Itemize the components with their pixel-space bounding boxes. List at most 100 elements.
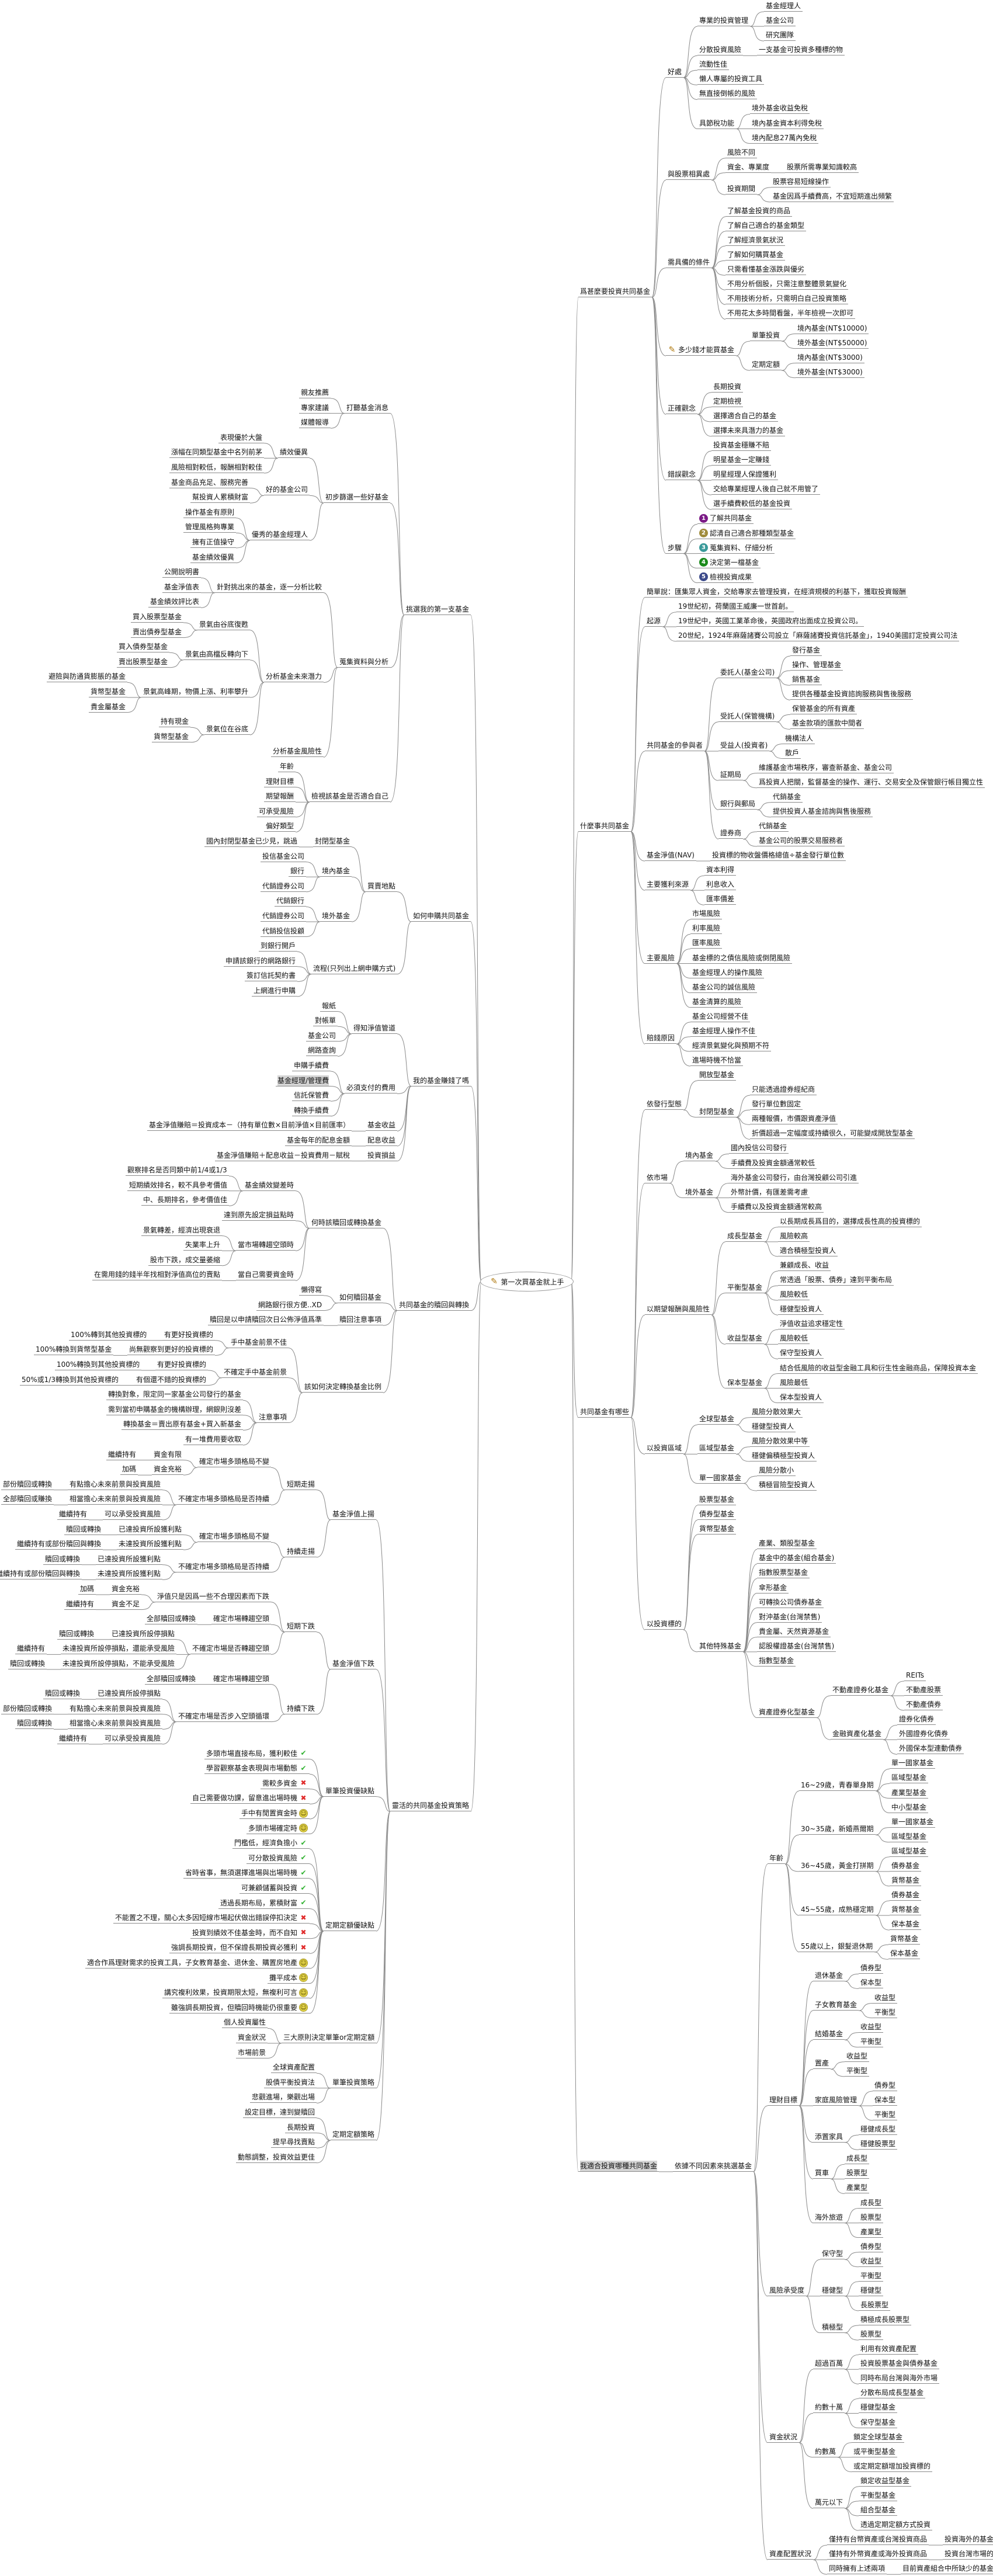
leaf-node[interactable]: 可承受風險 xyxy=(257,806,296,817)
branch-node[interactable]: 成長型基金 xyxy=(725,1231,765,1242)
branch-node[interactable]: 約數十萬 xyxy=(813,2402,845,2414)
leaf-node[interactable]: 傘形基金 xyxy=(757,1582,789,1593)
leaf-node[interactable]: 不動產債券 xyxy=(904,1699,943,1711)
leaf-node[interactable]: 收益型 xyxy=(845,2051,870,2062)
leaf-node[interactable]: 全部贖回或賺換 xyxy=(1,1494,54,1505)
leaf-node[interactable]: 資金狀況 xyxy=(236,2032,268,2043)
leaf-node[interactable]: 買入債券型基金 xyxy=(117,641,170,653)
branch-node[interactable]: 有更好投資標的 xyxy=(162,1329,216,1341)
branch-node[interactable]: 錯誤觀念 xyxy=(666,469,698,481)
branch-node[interactable]: 得知淨值管道 xyxy=(352,1023,398,1034)
leaf-node[interactable]: 貴金屬、天然資源基金 xyxy=(757,1626,831,1637)
branch-node[interactable]: 55歲以上，銀髮退休期 xyxy=(799,1941,875,1952)
branch-node[interactable]: 海外旅遊 xyxy=(813,2212,845,2223)
branch-node[interactable]: 持續走揚 xyxy=(285,1546,317,1557)
branch-node[interactable]: 需具備的條件 xyxy=(666,257,712,268)
branch-node[interactable]: 資金有限 xyxy=(152,1449,184,1460)
leaf-node[interactable]: 基金經理人操作不佳 xyxy=(690,1026,758,1037)
leaf-node[interactable]: 基金績效優異 xyxy=(190,552,237,563)
leaf-node[interactable]: 或定期定額增加投資標的 xyxy=(852,2461,933,2472)
leaf-node[interactable]: 股票容易短線操作 xyxy=(771,176,831,188)
leaf-node[interactable]: 需較多資金✖ xyxy=(261,1778,310,1789)
leaf-node[interactable]: 外幣計價，有匯差需考慮 xyxy=(729,1187,810,1198)
branch-node[interactable]: 封閉型基金 xyxy=(313,836,352,847)
leaf-node[interactable]: 指數型基金 xyxy=(757,1655,796,1667)
leaf-node[interactable]: 需到當初申購基金的機構辦理，網銀則沒差 xyxy=(106,1404,244,1415)
branch-node[interactable]: 封閉型基金 xyxy=(697,1106,737,1117)
branch-node[interactable]: 單一國家基金 xyxy=(697,1473,744,1484)
leaf-node[interactable]: 買入股票型基金 xyxy=(131,612,184,623)
branch-node[interactable]: 單筆投資策略 xyxy=(331,2077,377,2088)
branch-node[interactable]: 績效優異 xyxy=(278,447,310,459)
leaf-node[interactable]: 漲幅在同類型基金中名列前茅 xyxy=(169,447,265,459)
leaf-node[interactable]: 貨幣基金 xyxy=(888,1933,921,1945)
branch-node[interactable]: 檢視該基金是否適合自己 xyxy=(310,791,391,803)
branch-node[interactable]: 資金不足 xyxy=(110,1599,142,1610)
branch-node[interactable]: 穩健型 xyxy=(820,2285,845,2296)
leaf-node[interactable]: 債券型 xyxy=(859,1963,884,1974)
leaf-node[interactable]: 資本利得 xyxy=(704,865,737,876)
leaf-node[interactable]: 偏好類型 xyxy=(264,821,296,832)
leaf-node[interactable]: 債券型 xyxy=(859,2241,884,2252)
branch-node[interactable]: 基金淨值(NAV) xyxy=(645,850,696,862)
branch-node[interactable]: 退休基金 xyxy=(813,1970,845,1981)
leaf-node[interactable]: 經濟景氣變化與預期不符 xyxy=(690,1040,772,1051)
branch-node[interactable]: 有點擔心未來前景與投資風險 xyxy=(68,1703,163,1714)
leaf-node[interactable]: 基金經理/管理費 xyxy=(276,1075,331,1086)
branch-node[interactable]: 萬元以下 xyxy=(813,2497,845,2509)
branch-node[interactable]: 必須支付的費用 xyxy=(345,1082,398,1094)
leaf-node[interactable]: 透過定期定額方式投資 xyxy=(859,2519,933,2531)
leaf-node[interactable]: 風險分散效果大 xyxy=(750,1407,803,1418)
leaf-node[interactable]: 申購手續費 xyxy=(292,1060,331,1071)
leaf-node[interactable]: 表現優於大盤 xyxy=(218,432,265,443)
leaf-node[interactable]: 利息收入 xyxy=(704,879,737,891)
leaf-node[interactable]: 透過長期布局，累積財富✔ xyxy=(218,1898,310,1909)
leaf-node[interactable]: 保本型投資人 xyxy=(778,1392,824,1403)
leaf-node[interactable]: 學習觀察基金表現與市場動態✔ xyxy=(204,1763,310,1775)
leaf-node[interactable]: 贖回或轉換 xyxy=(15,1718,54,1730)
leaf-node[interactable]: 有一堆費用要收取 xyxy=(183,1434,244,1445)
leaf-node[interactable]: 投資基金穩賺不賠 xyxy=(711,440,772,452)
leaf-node[interactable]: REITs xyxy=(904,1670,926,1681)
leaf-node[interactable]: 穩健型投資人 xyxy=(750,1421,796,1432)
branch-node[interactable]: 短期走揚 xyxy=(285,1479,317,1490)
leaf-node[interactable]: 境內基金(NT$10000) xyxy=(796,323,869,334)
leaf-node[interactable]: 只需看懂基金漲跌與優劣 xyxy=(725,264,807,276)
leaf-node[interactable]: 不用花太多時間看盤，半年檢視一次即可 xyxy=(725,308,856,320)
branch-node[interactable]: 已達投資所設獲利點 xyxy=(96,1554,163,1565)
leaf-node[interactable]: 認股權證基金(台灣禁售) xyxy=(757,1641,836,1652)
leaf-node[interactable]: 分析基金風險性 xyxy=(271,746,324,758)
leaf-node[interactable]: 成長型 xyxy=(845,2153,870,2165)
branch-node[interactable]: 不確定市場多頭格局是否持續 xyxy=(176,1561,272,1572)
leaf-node[interactable]: 境內基金(NT$3000) xyxy=(796,352,864,363)
main-branch-node[interactable]: 什麼事共同基金 xyxy=(578,821,631,832)
leaf-node[interactable]: 境外基金(NT$50000) xyxy=(796,338,869,349)
leaf-node[interactable]: 風險不同 xyxy=(725,147,758,158)
leaf-node[interactable]: 貨幣基金 xyxy=(890,1904,922,1916)
leaf-node[interactable]: 機構法人 xyxy=(783,733,815,744)
branch-node[interactable]: 賠錢原因 xyxy=(645,1033,677,1044)
branch-node[interactable]: 景氣由高檔反轉向下 xyxy=(183,649,251,660)
leaf-node[interactable]: 基金淨值賺賠＋配息收益－投資費用－賦稅 xyxy=(215,1150,352,1161)
branch-node[interactable]: 未達投資所設停損點，還能承受風險 xyxy=(61,1643,177,1655)
leaf-node[interactable]: 了解如何購買基金 xyxy=(725,249,786,261)
leaf-node[interactable]: 產業、類股型基金 xyxy=(757,1538,817,1550)
leaf-node[interactable]: 風險較高 xyxy=(778,1231,810,1242)
leaf-node[interactable]: 100%轉到其他投資標的 xyxy=(69,1329,149,1341)
leaf-node[interactable]: 淨值收益追求穩定性 xyxy=(778,1318,845,1330)
leaf-node[interactable]: 對沖基金(台灣禁售) xyxy=(757,1612,822,1623)
leaf-node[interactable]: 境外基金(NT$3000) xyxy=(796,367,864,378)
leaf-node[interactable]: 提供各種基金投資諮詢服務與售後服務 xyxy=(790,689,914,700)
leaf-node[interactable]: 平衡型 xyxy=(845,2065,870,2077)
branch-node[interactable]: 不確定市場是否轉趨空頭 xyxy=(190,1643,272,1655)
leaf-node[interactable]: 海外基金公司發行，由台灣投顧公司引進 xyxy=(729,1172,859,1183)
leaf-node[interactable]: 投資到績效不佳基金時，而不自知✖ xyxy=(190,1928,310,1939)
branch-node[interactable]: 基金收益 xyxy=(366,1120,398,1131)
leaf-node[interactable]: 平衡型基金 xyxy=(859,2490,898,2501)
leaf-node[interactable]: 了解經濟景氣狀況 xyxy=(725,235,786,247)
leaf-node[interactable]: 100%轉換到其他投資標的 xyxy=(55,1359,142,1370)
leaf-node[interactable]: 提早尋找賣點 xyxy=(271,2137,317,2148)
branch-node[interactable]: 以投資區域 xyxy=(645,1443,684,1454)
leaf-node[interactable]: 適合積極型投資人 xyxy=(778,1245,838,1256)
